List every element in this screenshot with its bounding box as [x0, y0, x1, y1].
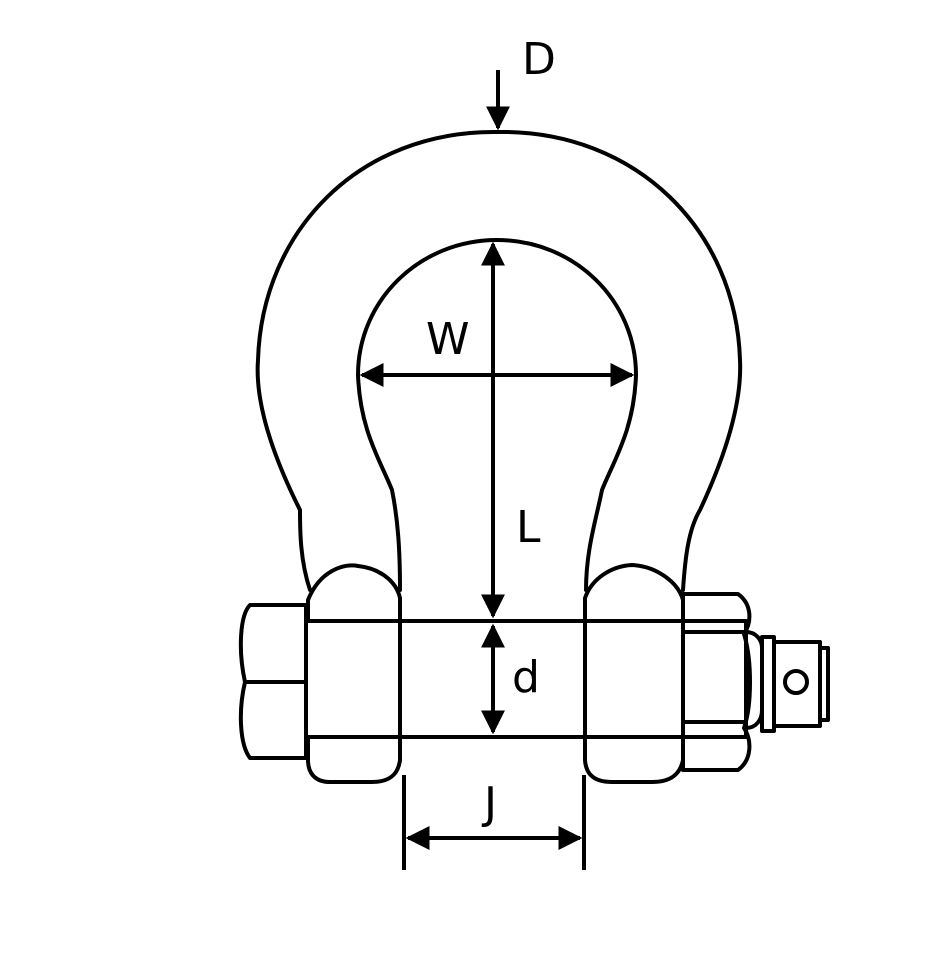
- nut: [681, 592, 752, 772]
- label-W: W: [426, 314, 470, 365]
- label-d: d: [512, 652, 540, 703]
- label-J: J: [481, 778, 497, 829]
- label-D: D: [522, 34, 556, 85]
- cotter-hole-icon: [783, 669, 809, 695]
- shackle-eye-left: [306, 563, 402, 784]
- shackle-bow-outer: [255, 129, 743, 592]
- label-L: L: [516, 502, 541, 553]
- shackle-bow-inner: [356, 238, 638, 592]
